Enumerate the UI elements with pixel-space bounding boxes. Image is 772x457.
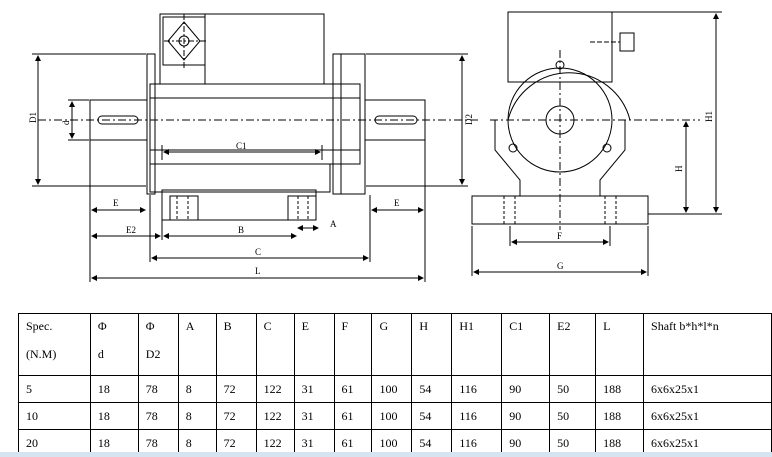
header-line-1: Φ: [97, 319, 107, 333]
spec-table-cell: 116: [451, 402, 503, 430]
header-line-2: d: [97, 347, 104, 361]
spec-table-header-cell: Φ D2: [137, 313, 179, 376]
base-block: [149, 163, 331, 193]
spec-table-cell: 78: [137, 402, 179, 430]
spec-table-cell: 122: [255, 375, 295, 403]
header-line-1: E2: [557, 319, 571, 333]
spec-table-cell: 54: [411, 402, 453, 430]
spec-table-cell: 116: [451, 375, 503, 403]
header-line-1: Φ: [145, 319, 155, 333]
spec-table-cell: 18: [89, 375, 139, 403]
spec-table-cell: 61: [333, 375, 373, 403]
spec-table-header-cell: H1: [451, 313, 503, 376]
header-line-1: H1: [459, 319, 474, 333]
spec-table-header-cell: A: [177, 313, 217, 376]
header-line-1: C: [263, 319, 272, 333]
dim-label-e2: E2: [126, 225, 136, 235]
spec-table-cell: 61: [333, 402, 373, 430]
header-line-1: H: [419, 319, 429, 333]
spec-table-cell: 188: [595, 375, 645, 403]
torque-sensor-dimension-drawing: D1 d D2 C1 E E2 B A C L E H1: [28, 11, 722, 282]
spec-table-cell: 5: [18, 375, 91, 403]
spec-table-cell: 122: [255, 402, 295, 430]
dim-label-d2: D2: [464, 114, 474, 125]
header-line-1: Spec.: [26, 319, 53, 333]
spec-table-cell: 78: [137, 375, 179, 403]
spec-table-cell: 50: [549, 402, 597, 430]
spec-table-header-cell: E: [293, 313, 335, 376]
dim-label-c: C: [255, 247, 261, 257]
spec-table-cell: 6x6x25x1: [643, 402, 772, 430]
end-connector-pin: [619, 32, 635, 52]
base-foot: [161, 189, 317, 221]
spec-table-cell: 31: [293, 429, 335, 457]
spec-table-cell: 50: [549, 375, 597, 403]
dim-label-b: B: [238, 225, 244, 235]
spec-table-cell: 18: [89, 402, 139, 430]
dim-label-d1: D1: [28, 112, 38, 123]
spec-table-cell: 72: [215, 375, 257, 403]
spec-table-cell: 54: [411, 375, 453, 403]
spec-table-header-cell: E2: [549, 313, 597, 376]
header-line-1: Shaft b*h*l*n: [651, 319, 719, 333]
spec-table-header-cell: L: [595, 313, 645, 376]
dim-label-d: d: [61, 120, 71, 125]
spec-table-cell: 31: [293, 375, 335, 403]
spec-table-cell: 6x6x25x1: [643, 375, 772, 403]
spec-table-cell: 188: [595, 402, 645, 430]
dim-label-e-right: E: [394, 198, 400, 208]
dim-label-g: G: [557, 261, 564, 271]
dim-label-c1: C1: [236, 141, 247, 151]
header-line-1: B: [223, 319, 232, 333]
spec-table-header-cell: H: [411, 313, 453, 376]
spec-table-header-cell: C1: [501, 313, 551, 376]
header-line-1: F: [341, 319, 349, 333]
header-line-2: D2: [145, 347, 161, 361]
spec-table-header-cell: C: [255, 313, 295, 376]
connector-housing: [159, 13, 325, 85]
spec-table-header-cell: G: [371, 313, 413, 376]
spec-table-cell: 90: [501, 402, 551, 430]
side-view: [32, 13, 480, 282]
dim-label-h: H: [674, 165, 684, 172]
header-line-1: A: [185, 319, 195, 333]
dim-label-e-left: E: [113, 198, 119, 208]
bottom-strip: [0, 452, 772, 457]
dim-label-h1: H1: [704, 111, 714, 122]
spec-table-cell: 8: [177, 375, 217, 403]
header-line-2: (N.M): [26, 347, 57, 361]
spec-table-cell: 31: [293, 402, 335, 430]
spec-table-cell: 100: [371, 375, 413, 403]
header-line-1: C1: [509, 319, 524, 333]
spec-table-cell: 72: [215, 402, 257, 430]
dim-label-f: F: [557, 231, 562, 241]
spec-table-cell: 100: [371, 402, 413, 430]
header-line-1: G: [379, 319, 389, 333]
dim-label-l: L: [255, 266, 261, 276]
end-view: [471, 11, 722, 276]
header-line-1: E: [301, 319, 309, 333]
spec-table-header-cell: Shaft b*h*l*n: [643, 313, 772, 376]
spec-table-header-cell: F: [333, 313, 373, 376]
spec-table-cell: 8: [177, 402, 217, 430]
header-line-1: L: [603, 319, 611, 333]
spec-table-header-cell: B: [215, 313, 257, 376]
spec-table-cell: 10: [18, 402, 91, 430]
dim-label-a: A: [330, 219, 337, 229]
spec-table-header-cell: Spec. (N.M): [18, 313, 91, 376]
spec-table-cell: 90: [501, 375, 551, 403]
